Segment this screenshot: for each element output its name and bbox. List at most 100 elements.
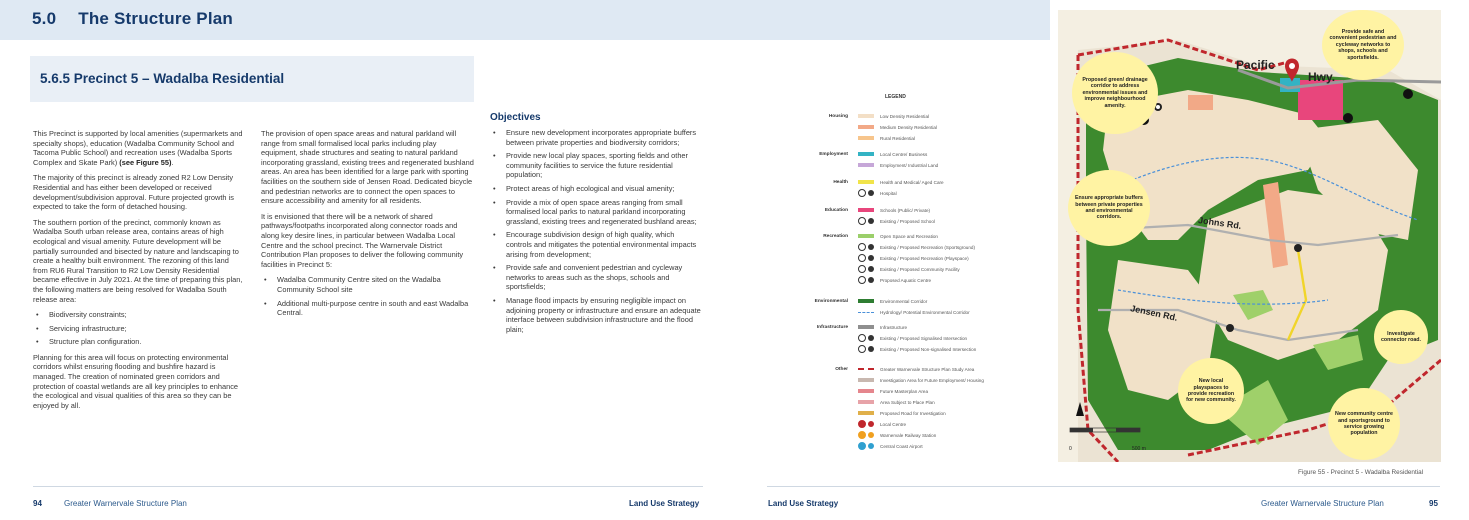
legend-label: Warnervale Railway Station [880, 432, 937, 438]
legend-symbol-icon [868, 346, 874, 352]
legend-item: Rural Residential [858, 134, 915, 142]
legend-symbol-icon [868, 218, 874, 224]
legend-swatch [858, 163, 874, 167]
legend-label: Open Space and Recreation [880, 233, 938, 239]
legend-item: Existing / Proposed Recreation (Sportsgr… [858, 243, 975, 251]
legend-symbol-icon [868, 277, 874, 283]
legend-category-other: Other [835, 367, 848, 372]
legend-label: Health and Medical/ Aged Care [880, 179, 944, 185]
legend-swatch [858, 125, 874, 129]
bullet-list: Biodiversity constraints; Servicing infr… [33, 310, 245, 347]
paragraph: The southern portion of the precinct, co… [33, 217, 243, 304]
objective-item: Manage flood impacts by ensuring negligi… [490, 296, 702, 334]
paragraph: The majority of this precinct is already… [33, 173, 234, 212]
legend-swatch [858, 136, 874, 140]
legend-category-employment: Employment [819, 152, 848, 157]
annotation-bubble: New local playspaces to provide recreati… [1178, 358, 1244, 424]
legend-item: Existing / Proposed Recreation (Playspac… [858, 254, 969, 262]
legend-swatch [858, 411, 874, 415]
legend-label: Hydrology/ Potential Environmental Corri… [880, 309, 970, 315]
legend-item: Proposed Aquatic Centre [858, 276, 931, 284]
legend-item: Employment/ Industrial Land [858, 161, 938, 169]
paragraph: This Precinct is supported by local amen… [33, 129, 243, 167]
precinct-map: Pacific Hwy. Johns Rd. Jensen Rd. 0 500 … [1058, 10, 1442, 464]
figure-caption: Figure 55 - Precinct 5 - Wadalba Residen… [1298, 469, 1424, 476]
legend-swatch [858, 325, 874, 329]
header-band [0, 0, 1050, 40]
legend-item: Area Subject to Place Plan [858, 398, 935, 406]
legend-symbol-icon [858, 345, 866, 353]
legend-item: Future Masterplan Area [858, 387, 928, 395]
legend-label: Existing / Proposed Recreation (Playspac… [880, 255, 969, 261]
legend-category-education: Education [824, 208, 848, 213]
legend-swatch [858, 299, 874, 303]
paragraph: It is envisioned that there will be a ne… [261, 211, 464, 269]
legend-item: Low Density Residential [858, 112, 929, 120]
legend-label: Greater Warnervale Structure Plan Study … [880, 366, 975, 372]
legend-swatch [858, 152, 874, 156]
legend-symbol-icon [858, 265, 866, 273]
annotation-bubble: Investigate connector road. [1374, 310, 1428, 364]
list-item: Servicing infrastructure; [33, 324, 245, 334]
legend-symbol-icon [868, 432, 874, 438]
legend-swatch [858, 234, 874, 238]
legend-symbol-icon [858, 243, 866, 251]
legend-item: Existing / Proposed School [858, 217, 935, 225]
paragraph: Planning for this area will focus on pro… [33, 352, 239, 410]
legend-symbol-icon [858, 431, 866, 439]
legend-symbol-icon [868, 421, 874, 427]
annotation-bubble: New community centre and sportsground to… [1328, 388, 1400, 460]
objective-item: Provide safe and convenient pedestrian a… [490, 263, 702, 292]
text-column-2: The provision of open space areas and na… [261, 129, 474, 324]
legend-symbol-icon [868, 244, 874, 250]
legend-label: Existing / Proposed Community Facility [880, 266, 960, 272]
legend-swatch [858, 208, 874, 212]
footer-title-right: Greater Warnervale Structure Plan [1261, 499, 1384, 508]
list-item: Structure plan configuration. [33, 337, 245, 347]
legend-item: Hydrology/ Potential Environmental Corri… [858, 308, 970, 316]
legend-symbol-icon [868, 443, 874, 449]
legend-label: Proposed Aquatic Centre [880, 277, 932, 283]
scale-label-0: 0 [1069, 446, 1072, 452]
section-heading: The Structure Plan [78, 9, 233, 28]
footer-divider [767, 486, 1440, 487]
objective-item: Provide new local play spaces, sporting … [490, 151, 702, 180]
legend-symbol-icon [858, 217, 866, 225]
legend-label: Proposed Road for Investigation [880, 410, 946, 416]
page-number-right: 95 [1429, 499, 1438, 508]
objectives-list: Ensure new development incorporates appr… [490, 128, 702, 338]
legend-item: Greater Warnervale Structure Plan Study … [858, 365, 974, 373]
list-item: Wadalba Community Centre sited on the Wa… [261, 275, 474, 294]
objectives-title: Objectives [490, 112, 541, 123]
figure-reference[interactable]: (see Figure 55) [119, 157, 172, 167]
legend-symbol-icon [868, 255, 874, 261]
legend-heading: LEGEND [885, 94, 906, 100]
legend-label: Existing / Proposed Recreation (Sportsgr… [880, 244, 975, 250]
legend-label: Schools (Public/ Private) [880, 207, 931, 213]
scale-label-500: 500 m [1132, 446, 1146, 452]
legend-category-health: Health [833, 180, 848, 185]
legend-category-infrastructure: Infrastructure [816, 325, 848, 330]
legend-symbol-icon [858, 334, 866, 342]
legend-swatch [858, 389, 874, 393]
road-label-pacific: Pacific [1236, 58, 1275, 72]
legend-label: Employment/ Industrial Land [880, 162, 939, 168]
objective-item: Encourage subdivision design of high qua… [490, 230, 702, 259]
legend-swatch [858, 114, 874, 118]
legend-item: Schools (Public/ Private) [858, 206, 930, 214]
legend-label: Infrastructure [880, 324, 908, 330]
footer-divider [33, 486, 703, 487]
legend-swatch [858, 180, 874, 184]
legend-label: Local Centre/ Business [880, 151, 928, 157]
legend-label: Environmental Corridor [880, 298, 928, 304]
list-item: Additional multi-purpose centre in south… [261, 299, 474, 318]
legend-symbol-icon [858, 189, 866, 197]
objective-item: Ensure new development incorporates appr… [490, 128, 702, 147]
footer-section-left: Land Use Strategy [629, 499, 700, 508]
objective-item: Provide a mix of open space areas rangin… [490, 198, 702, 227]
annotation-bubble: Ensure appropriate buffers between priva… [1068, 170, 1150, 246]
legend-category-housing: Housing [828, 114, 848, 119]
legend-item: Infrastructure [858, 323, 907, 331]
legend-item: Open Space and Recreation [858, 232, 938, 240]
